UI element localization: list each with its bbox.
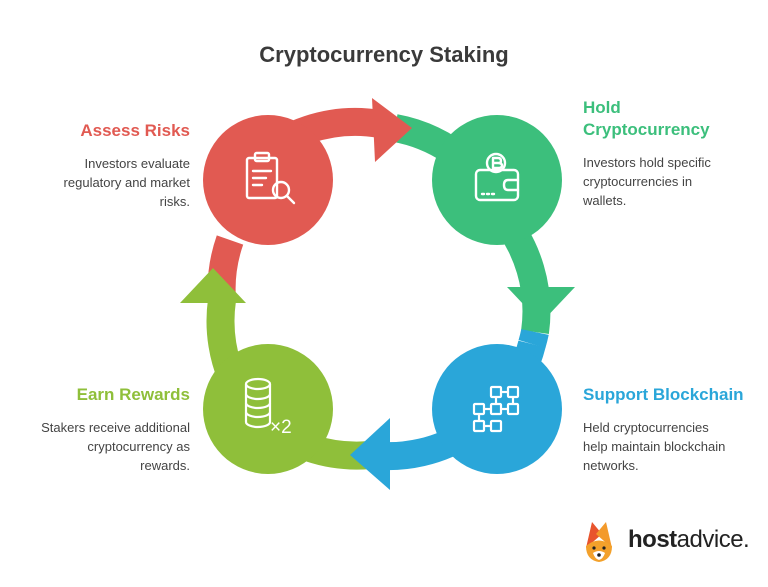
brand-wordmark-bold: host [628,526,677,553]
step-circle-earn [203,344,333,474]
coins-multiply-icon [244,377,272,429]
arrow-head-to-assess [180,268,246,303]
step-support-desc-line-1: Held cryptocurrencies [583,420,709,435]
step-hold: Hold Cryptocurrency Investors hold speci… [583,97,753,210]
step-assess-desc-line-1: Investors evaluate [84,156,190,171]
step-hold-title: Hold Cryptocurrency [583,97,753,141]
step-earn-desc-line-3: rewards. [140,458,190,473]
step-assess-desc-line-3: risks. [159,194,190,209]
step-hold-title-line-1: Hold [583,98,621,117]
blockchain-network-icon [472,385,520,433]
step-earn: Earn Rewards Stakers receive additional … [30,384,190,475]
step-hold-desc-line-3: wallets. [583,193,627,208]
step-earn-description: Stakers receive additional cryptocurrenc… [30,418,190,475]
step-circle-assess [203,115,333,245]
brand-wordmark: hostadvice. [628,526,750,554]
diagram-title: Cryptocurrency Staking [259,42,509,67]
step-hold-desc-line-2: cryptocurrencies in [583,174,693,189]
step-circle-support [432,344,562,474]
step-support-desc-line-3: networks. [583,458,639,473]
hostadvice-brand: hostadvice. [622,520,750,560]
step-support-title: Support Blockchain [583,385,744,404]
hostadvice-fox-logo [586,522,612,562]
step-support-desc-line-2: help maintain blockchain [583,439,726,454]
arrow-head-to-hold [372,98,412,162]
multiplier-label: ×2 [270,417,292,438]
step-support-description: Held cryptocurrencies help maintain bloc… [583,418,758,475]
step-earn-desc-line-1: Stakers receive additional [41,420,190,435]
arrow-head-to-support [507,287,575,323]
step-assess: Assess Risks Investors evaluate regulato… [30,120,190,211]
step-support: Support Blockchain Held cryptocurrencies… [583,384,758,475]
step-circle-hold [432,115,562,245]
clipboard-search-icon [245,151,296,205]
brand-wordmark-light: advice. [676,526,750,553]
wallet-bitcoin-icon [474,152,520,202]
step-hold-title-line-2: Cryptocurrency [583,120,710,139]
step-assess-desc-line-2: regulatory and market [63,175,190,190]
step-assess-description: Investors evaluate regulatory and market… [30,154,190,211]
arrow-head-to-earn [350,418,390,490]
step-hold-description: Investors hold specific cryptocurrencies… [583,153,753,210]
step-assess-title: Assess Risks [80,121,190,140]
step-earn-desc-line-2: cryptocurrency as [87,439,190,454]
arc-support-right [518,329,549,348]
step-hold-desc-line-1: Investors hold specific [583,155,711,170]
step-earn-title: Earn Rewards [76,385,190,404]
